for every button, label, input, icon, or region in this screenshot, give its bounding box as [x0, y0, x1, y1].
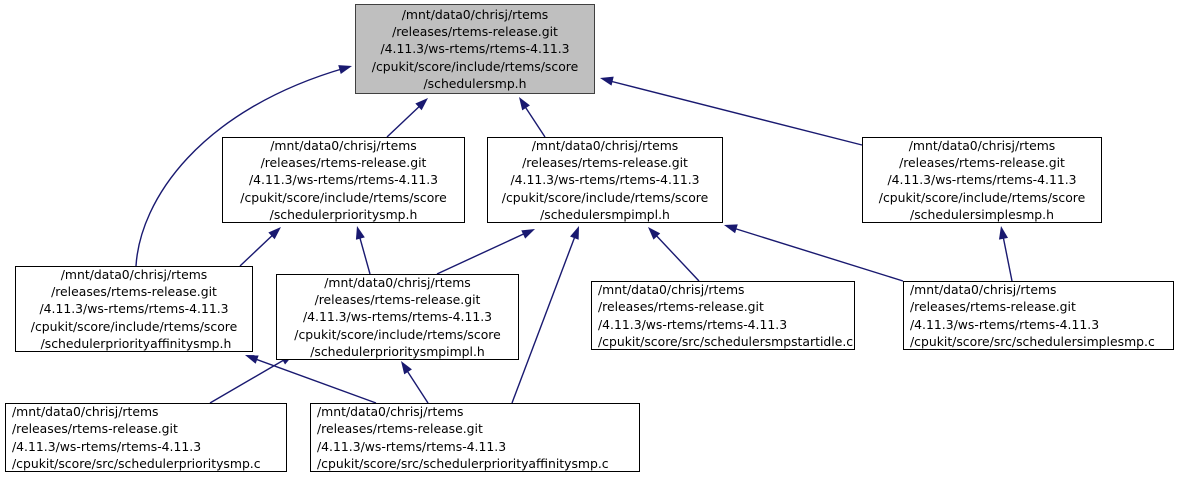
graph-edge-arrowhead	[600, 76, 614, 86]
graph-node-label: /mnt/data0/chrisj/rtems /releases/rtems-…	[371, 6, 579, 91]
graph-edge	[239, 230, 278, 267]
graph-node-label: /mnt/data0/chrisj/rtems /releases/rtems-…	[12, 404, 261, 471]
graph-edge-arrowhead	[998, 226, 1008, 240]
graph-edge-arrowhead	[355, 226, 365, 240]
graph-node-label: /mnt/data0/chrisj/rtems /releases/rtems-…	[317, 404, 609, 471]
graph-node-label: /mnt/data0/chrisj/rtems /releases/rtems-…	[878, 138, 1086, 222]
graph-edge	[729, 226, 904, 282]
graph-node-schedulersmp-h[interactable]: /mnt/data0/chrisj/rtems /releases/rtems-…	[355, 4, 595, 94]
graph-node-schedulersmpimpl-h[interactable]: /mnt/data0/chrisj/rtems /releases/rtems-…	[487, 137, 723, 223]
graph-edge-arrowhead	[338, 65, 352, 75]
graph-edge-arrowhead	[415, 98, 428, 111]
graph-node-schedulerpriorityaffinitysmp-h[interactable]: /mnt/data0/chrisj/rtems /releases/rtems-…	[15, 266, 253, 352]
graph-node-schedulerprioritysmpimpl-h[interactable]: /mnt/data0/chrisj/rtems /releases/rtems-…	[276, 274, 519, 360]
graph-edge	[651, 230, 700, 282]
graph-edge	[249, 356, 377, 404]
graph-node-label: /mnt/data0/chrisj/rtems /releases/rtems-…	[240, 138, 447, 222]
graph-edge	[511, 230, 578, 404]
graph-edge	[436, 230, 531, 275]
graph-edge	[209, 356, 290, 404]
graph-edge-arrowhead	[519, 97, 530, 111]
graph-node-schedulersimplesmp-h[interactable]: /mnt/data0/chrisj/rtems /releases/rtems-…	[862, 137, 1102, 223]
graph-node-label: /mnt/data0/chrisj/rtems /releases/rtems-…	[30, 267, 238, 351]
graph-edge	[403, 365, 429, 404]
graph-edge	[386, 101, 425, 138]
graph-edge-arrowhead	[648, 227, 661, 240]
graph-edge-arrowhead	[268, 227, 281, 240]
graph-node-schedulersmpstartidle-c[interactable]: /mnt/data0/chrisj/rtems /releases/rtems-…	[591, 281, 855, 350]
graph-edge	[1001, 230, 1013, 282]
graph-node-schedulerpriorityaffinitysmp-c[interactable]: /mnt/data0/chrisj/rtems /releases/rtems-…	[310, 403, 640, 472]
graph-edge-arrowhead	[521, 229, 535, 239]
graph-node-label: /mnt/data0/chrisj/rtems /releases/rtems-…	[501, 138, 709, 222]
graph-node-schedulerprioritysmp-h[interactable]: /mnt/data0/chrisj/rtems /releases/rtems-…	[222, 137, 465, 223]
graph-node-label: /mnt/data0/chrisj/rtems /releases/rtems-…	[598, 282, 854, 349]
graph-edge-arrowhead	[245, 355, 259, 364]
graph-node-schedulersimplesmp-c[interactable]: /mnt/data0/chrisj/rtems /releases/rtems-…	[903, 281, 1174, 350]
graph-node-label: /mnt/data0/chrisj/rtems /releases/rtems-…	[910, 282, 1155, 349]
graph-edge-arrowhead	[401, 361, 412, 375]
graph-edge-arrowhead	[724, 224, 738, 234]
graph-edge	[605, 79, 863, 146]
graph-node-label: /mnt/data0/chrisj/rtems /releases/rtems-…	[294, 275, 501, 359]
graph-edge-arrowhead	[570, 226, 579, 240]
graph-node-schedulerprioritysmp-c[interactable]: /mnt/data0/chrisj/rtems /releases/rtems-…	[5, 403, 287, 472]
graph-edge	[135, 67, 346, 267]
